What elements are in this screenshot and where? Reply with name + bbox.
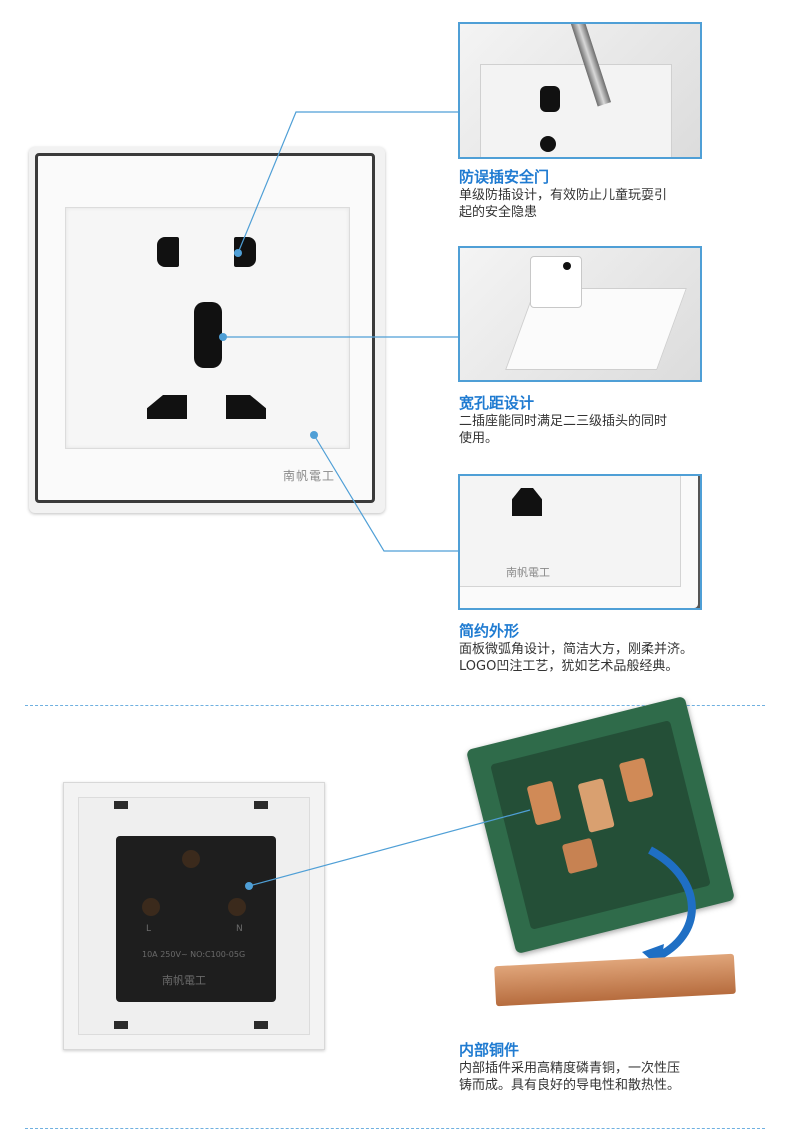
desc-line: 内部插件采用高精度磷青铜，一次性压 xyxy=(459,1061,681,1076)
thumb-wide-spacing xyxy=(458,246,702,382)
desc-line: 二插座能同时满足二三级插头的同时 xyxy=(459,414,668,429)
label-l: L xyxy=(146,924,152,934)
screw-top-icon xyxy=(182,850,200,868)
desc-line: 面板微弧角设计，简洁大方，刚柔并济。 xyxy=(459,642,694,657)
thumb-plug-head xyxy=(530,256,582,308)
two-pin-left-hole xyxy=(157,237,179,267)
callout-line-copper xyxy=(248,809,531,887)
earth-hole xyxy=(194,302,222,368)
feature-desc-safety: 单级防插设计，有效防止儿童玩耍引 起的安全隐患 xyxy=(459,187,729,221)
callout-dot-safety xyxy=(234,249,242,257)
thumb-hole-bottom xyxy=(540,136,556,152)
mounting-tab-bl xyxy=(114,1021,128,1029)
desc-line: 单级防插设计，有效防止儿童玩耍引 xyxy=(459,188,668,203)
two-pin-right-hole xyxy=(234,237,256,267)
thumb-hole-top xyxy=(540,86,560,112)
thumb-simple-shape: 南帆電工 xyxy=(458,474,702,610)
screw-left-icon xyxy=(142,898,160,916)
feature-title-safety: 防误插安全门 xyxy=(459,168,550,186)
thumb-brand-logo: 南帆電工 xyxy=(506,566,550,579)
callout-dot-spacing xyxy=(219,333,227,341)
callout-line-safety xyxy=(237,111,460,254)
rating-label: 10A 250V~ NO:C100-05G xyxy=(142,950,246,959)
feature-title-shape: 简约外形 xyxy=(459,622,520,640)
callout-line-shape xyxy=(313,434,460,552)
section-divider-top xyxy=(25,705,765,706)
feature-desc-copper: 内部插件采用高精度磷青铜，一次性压 铸而成。具有良好的导电性和散热性。 xyxy=(459,1060,729,1094)
back-brand-logo: 南帆電工 xyxy=(162,974,206,987)
thumb-plate xyxy=(480,64,672,157)
thumb-inner-plate xyxy=(460,476,681,587)
mounting-tab-tr xyxy=(254,801,268,809)
callout-lines-top xyxy=(219,111,460,552)
callout-dot-shape xyxy=(310,431,318,439)
feature-desc-shape: 面板微弧角设计，简洁大方，刚柔并济。 LOGO凹注工艺，犹如艺术品般经典。 xyxy=(459,641,759,675)
screw-right-icon xyxy=(228,898,246,916)
mounting-tab-br xyxy=(254,1021,268,1029)
thumb-safety-shutter xyxy=(458,22,702,159)
callout-lines-bottom xyxy=(245,809,531,890)
feature-desc-spacing: 二插座能同时满足二三级插头的同时 使用。 xyxy=(459,413,729,447)
thumb-plug-hole xyxy=(563,262,571,270)
desc-line: 起的安全隐患 xyxy=(459,205,538,220)
brand-logo: 南帆電工 xyxy=(283,469,336,483)
socket-front-panel: 南帆電工 xyxy=(29,147,385,513)
back-housing: L N 10A 250V~ NO:C100-05G 南帆電工 xyxy=(116,836,276,1002)
section-divider-bottom xyxy=(25,1128,765,1129)
desc-line: LOGO凹注工艺，犹如艺术品般经典。 xyxy=(459,659,679,674)
feature-title-spacing: 宽孔距设计 xyxy=(459,394,535,412)
callout-dot-copper xyxy=(245,882,253,890)
label-n: N xyxy=(236,924,243,934)
socket-back-panel: L N 10A 250V~ NO:C100-05G 南帆電工 xyxy=(63,782,325,1050)
feature-title-copper: 内部铜件 xyxy=(459,1041,520,1059)
desc-line: 使用。 xyxy=(459,431,499,446)
mounting-tab-tl xyxy=(114,801,128,809)
desc-line: 铸而成。具有良好的导电性和散热性。 xyxy=(459,1078,681,1093)
